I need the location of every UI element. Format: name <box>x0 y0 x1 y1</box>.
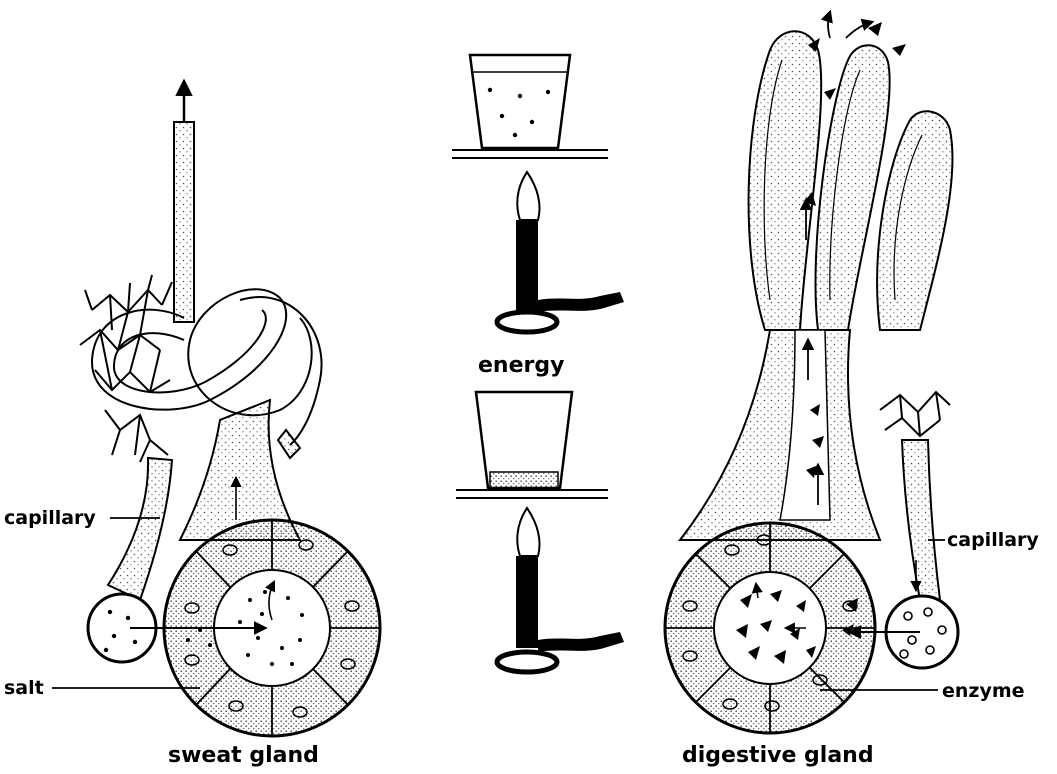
salt-label: salt <box>4 677 44 699</box>
beaker-bottom <box>476 392 572 488</box>
capillary-vessel-left <box>108 458 172 600</box>
burner-top <box>497 172 624 332</box>
digestive-gland-body <box>665 523 875 733</box>
sweat-duct <box>174 122 194 322</box>
capillary-left-label: capillary <box>4 507 96 529</box>
villi <box>749 31 953 330</box>
sweat-gland-illustration <box>52 82 380 736</box>
beaker-top <box>470 55 570 148</box>
capillary-network-left <box>80 275 172 462</box>
capillary-right-label: capillary <box>947 529 1039 551</box>
sweat-gland-caption: sweat gland <box>168 743 319 768</box>
digestive-gland-neck <box>680 330 880 540</box>
energy-label: energy <box>478 353 564 378</box>
capillary-network-right <box>880 392 950 436</box>
burner-bottom <box>497 508 624 672</box>
digestive-gland-caption: digestive gland <box>682 743 874 768</box>
digestive-gland-illustration <box>665 12 958 733</box>
coiled-tube <box>92 289 322 445</box>
coiled-tube-end <box>278 430 300 458</box>
enzyme-label: enzyme <box>942 680 1025 702</box>
capillary-vessel-right <box>902 440 940 600</box>
